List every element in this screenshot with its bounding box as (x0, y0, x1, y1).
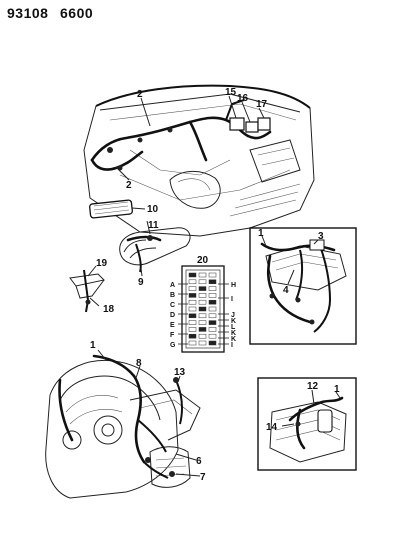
diagram-number-right: 6600 (60, 5, 94, 21)
fuse-cavity (208, 286, 217, 291)
fuse-cavity (198, 340, 207, 346)
fuse-cavity (188, 306, 197, 312)
fuse-letter-right: K (231, 336, 236, 343)
fuse-cavity (188, 272, 197, 278)
fuse-cavity (208, 293, 217, 298)
fuse-cavity (198, 272, 207, 278)
fuse-cavity (208, 313, 217, 319)
callout-17: 17 (256, 99, 268, 110)
inset1-callout-4: 4 (283, 285, 289, 296)
callout-13: 13 (174, 367, 186, 378)
fuse-cavity (198, 313, 207, 319)
fuse-cavity (188, 313, 197, 319)
fuse-cavity (198, 279, 207, 285)
fuse-letter-left: G (170, 342, 176, 349)
callout-18: 18 (103, 304, 115, 315)
fuse-cavity (208, 279, 217, 285)
fuse-cavity (188, 299, 197, 305)
fuse-letter-right: K (231, 330, 236, 337)
callout-16: 16 (237, 93, 249, 104)
callout-19: 19 (96, 258, 108, 269)
callout-15: 15 (225, 87, 237, 98)
callout-8: 8 (136, 358, 142, 369)
fuse-cavity (198, 327, 207, 332)
inset2-callout-14: 14 (266, 422, 278, 433)
inset2-callout-12: 12 (307, 381, 319, 392)
fuse-cavity (208, 340, 217, 346)
bracket-assembly (69, 265, 106, 313)
fuse-cavity (188, 327, 197, 332)
callout-11: 11 (148, 220, 159, 231)
inset-wiring-detail-2 (257, 377, 357, 471)
fuse-cavity (208, 299, 217, 305)
inset1-callout-3: 3 (318, 231, 324, 242)
fuse-cavity (208, 306, 217, 312)
fuse-cavity (188, 320, 197, 325)
callout-2-top: 2 (137, 89, 143, 100)
callout-10: 10 (147, 204, 159, 215)
fuse-cavity (188, 279, 197, 285)
fuse-letter-left: A (170, 282, 175, 289)
fuse-cavity (188, 293, 197, 298)
fuse-cavity (208, 272, 217, 278)
engine-lower-illustration (45, 349, 201, 499)
module-and-harness-coil (89, 199, 191, 277)
inset2-callout-1: 1 (334, 384, 340, 395)
fuse-cavity (198, 293, 207, 298)
fuse-letter-left: D (170, 312, 175, 319)
callout-2-bottom: 2 (126, 180, 132, 191)
fuse-cavity (208, 333, 217, 339)
fuse-letter-right: I (231, 342, 233, 349)
fuse-letter-right: J (231, 312, 235, 319)
fuse-block (178, 265, 229, 353)
fuse-cavity (208, 327, 217, 332)
fuse-cavity (198, 333, 207, 339)
diagram-number-left: 93108 (7, 5, 49, 21)
callout-20: 20 (197, 255, 209, 266)
fuse-cavity (198, 286, 207, 291)
engine-compartment-illustration (83, 84, 315, 237)
fuse-block-letters-left: A B C D E F G (170, 282, 176, 349)
fuse-cavity (198, 320, 207, 325)
callout-1: 1 (90, 340, 96, 351)
fuse-cavity (188, 340, 197, 346)
fuse-cavity (208, 320, 217, 325)
fuse-block-letters-right: H I J K L K K I (231, 282, 236, 349)
fuse-cavity (188, 286, 197, 291)
callout-9: 9 (138, 277, 144, 288)
fuse-cavity (188, 333, 197, 339)
fuse-cavity (198, 299, 207, 305)
fuse-letter-right: I (231, 296, 233, 303)
fuse-letter-left: C (170, 302, 175, 309)
callout-6: 6 (196, 456, 202, 467)
fuse-letter-left: F (170, 332, 175, 339)
fuse-letter-left: E (170, 322, 175, 329)
fuse-letter-right: H (231, 282, 236, 289)
fuse-cavity (198, 306, 207, 312)
fuse-letter-left: B (170, 292, 175, 299)
inset1-callout-1: 1 (258, 228, 264, 239)
fuse-letter-right: K (231, 318, 236, 325)
fuse-letter-right: L (231, 324, 236, 331)
callout-7: 7 (200, 472, 206, 483)
inset-wiring-detail-1 (249, 227, 357, 345)
